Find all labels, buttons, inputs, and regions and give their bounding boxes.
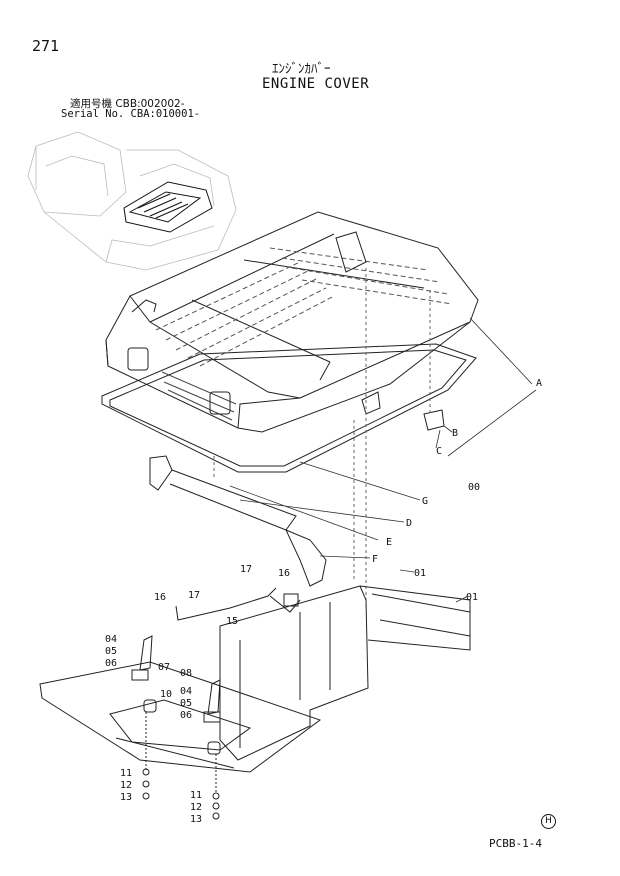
support-rod — [175, 587, 277, 621]
machine-silhouette — [27, 131, 237, 271]
fastener-stack-left — [142, 712, 150, 800]
latch-right — [203, 679, 221, 723]
callout-10: 10 — [160, 689, 172, 700]
seal-ring — [101, 343, 477, 473]
callout-12-a: 12 — [120, 780, 132, 791]
callout-15: 15 — [226, 616, 238, 627]
serial-en-value: CBA:010001- — [130, 108, 201, 120]
engine-cover-thumbnail — [123, 181, 213, 233]
page-code: PCBB-1-4 — [489, 837, 542, 850]
serial-english-line: Serial No. CBA:010001- — [61, 108, 200, 120]
serial-jp-value: CBB:002002- — [115, 98, 185, 110]
callout-01-a: 01 — [414, 568, 426, 579]
callout-d: D — [406, 518, 412, 529]
callout-08: 08 — [180, 668, 192, 679]
page-number: 271 — [32, 37, 60, 55]
callout-16-b: 16 — [154, 592, 166, 603]
callout-g: G — [422, 496, 428, 507]
title-japanese: ｴﾝｼﾞﾝｶﾊﾞｰ — [272, 62, 331, 77]
callout-b: B — [452, 428, 458, 439]
callout-06-a: 06 — [105, 658, 117, 669]
callout-07: 07 — [158, 662, 170, 673]
rubber-stop — [143, 699, 157, 713]
serial-jp-label: 適用号機 — [70, 98, 112, 110]
callout-05-b: 05 — [180, 698, 192, 709]
bracket-b — [361, 391, 381, 415]
callout-13-b: 13 — [190, 814, 202, 825]
callout-16-a: 16 — [278, 568, 290, 579]
callout-f: F — [372, 554, 378, 565]
callout-04-a: 04 — [105, 634, 117, 645]
callout-11-b: 11 — [190, 790, 202, 801]
callout-11-a: 11 — [120, 768, 132, 779]
bracket-c — [423, 409, 445, 431]
brand-mark-icon: H — [541, 814, 556, 829]
callout-00: 00 — [468, 482, 480, 493]
frame-structure — [39, 585, 471, 773]
callout-17-b: 17 — [188, 590, 200, 601]
callout-13-a: 13 — [120, 792, 132, 803]
serial-en-label: Serial No. — [61, 108, 125, 120]
seal-strip-f — [285, 529, 327, 587]
page-title: ENGINE COVER — [262, 76, 370, 92]
callout-17-a: 17 — [240, 564, 252, 575]
callout-06-b: 06 — [180, 710, 192, 721]
serial-japanese-line: 適用号機 CBB:002002- — [70, 96, 185, 111]
callout-c: C — [436, 446, 442, 457]
callout-05-a: 05 — [105, 646, 117, 657]
latch-left — [131, 635, 153, 681]
callout-04-b: 04 — [180, 686, 192, 697]
engine-cover-main — [105, 211, 479, 433]
callout-a: A — [536, 378, 542, 389]
callout-12-b: 12 — [190, 802, 202, 813]
rubber-stop-2 — [207, 741, 221, 755]
callout-01-b: 01 — [466, 592, 478, 603]
seal-strip-d — [149, 455, 297, 531]
callout-e: E — [386, 537, 392, 548]
fastener-stack-right — [212, 754, 220, 820]
